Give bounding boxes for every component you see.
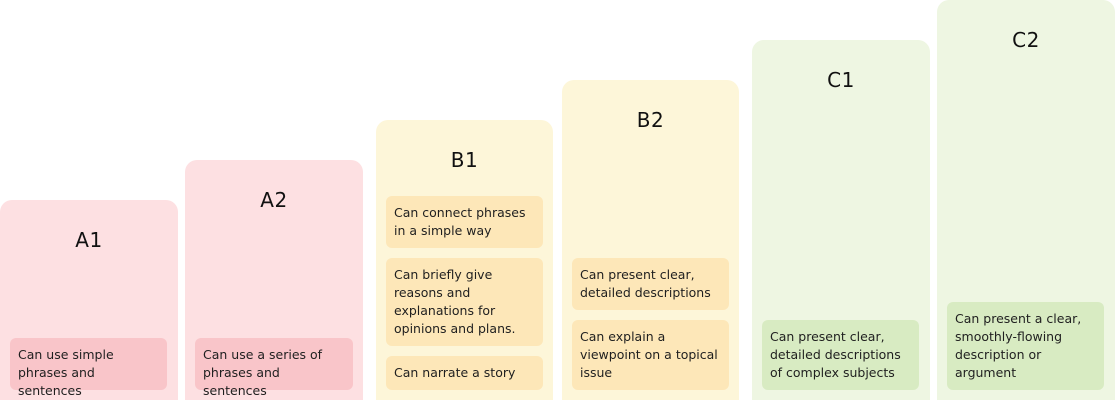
level-title-c1: C1 xyxy=(827,68,855,92)
level-column-a2: A2 Can use a series of phrases and sente… xyxy=(185,160,363,400)
skill-card: Can narrate a story xyxy=(386,356,543,390)
skill-card: Can explain a viewpoint on a topical iss… xyxy=(572,320,729,390)
level-title-b1: B1 xyxy=(450,148,479,172)
level-column-c2: C2 Can present a clear, smoothly-flowing… xyxy=(937,0,1115,400)
level-column-a1: A1 Can use simple phrases and sentences xyxy=(0,200,178,400)
skill-card: Can use simple phrases and sentences xyxy=(10,338,167,398)
skill-card: Can connect phrases in a simple way xyxy=(386,196,543,248)
level-column-b2: B2 Can present clear, detailed descripti… xyxy=(562,80,739,400)
level-title-b2: B2 xyxy=(636,108,665,132)
skill-card: Can present a clear, smoothly-flowing de… xyxy=(947,302,1104,390)
level-column-c1: C1 Can present clear, detailed descripti… xyxy=(752,40,930,400)
skill-card: Can use a series of phrases and sentence… xyxy=(195,338,353,398)
level-title-a1: A1 xyxy=(75,228,103,252)
level-title-c2: C2 xyxy=(1012,28,1040,52)
skill-card: Can present clear, detailed descriptions xyxy=(572,258,729,310)
skill-card: Can present clear, detailed descriptions… xyxy=(762,320,919,390)
level-column-b1: B1 Can connect phrases in a simple way C… xyxy=(376,120,553,400)
skill-card: Can briefly give reasons and explanation… xyxy=(386,258,543,346)
level-title-a2: A2 xyxy=(260,188,288,212)
